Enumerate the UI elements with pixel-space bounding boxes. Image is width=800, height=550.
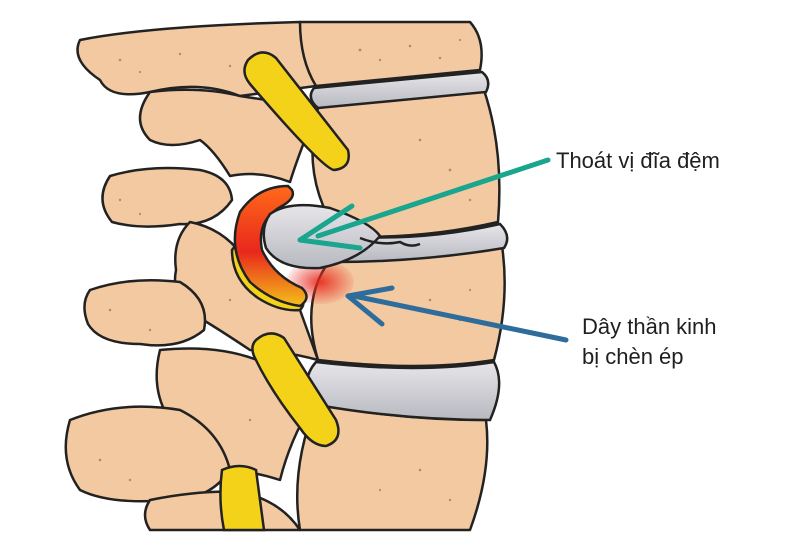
compressed-nerve-label: Dây thần kinh bị chèn ép bbox=[582, 312, 717, 372]
nerve-top bbox=[243, 51, 350, 172]
compressed-nerve-label-line1: Dây thần kinh bbox=[582, 314, 717, 339]
herniated-disc-label: Thoát vị đĩa đệm bbox=[556, 148, 720, 173]
arrow-icon bbox=[297, 203, 363, 251]
posterior-elements bbox=[64, 20, 320, 532]
nerve-lower bbox=[251, 332, 340, 448]
compressed-nerve-inflammation bbox=[233, 184, 354, 308]
nerve-bottom bbox=[219, 464, 266, 532]
disc-upper bbox=[309, 70, 490, 110]
arrow-icon bbox=[345, 285, 395, 327]
arrow-nerve bbox=[345, 285, 569, 343]
disc-tear bbox=[359, 236, 421, 247]
arrow-herniated-shaft bbox=[315, 157, 551, 239]
spinous-process-middle bbox=[101, 166, 234, 228]
inflammation-ring bbox=[233, 184, 308, 308]
spinous-process-lower bbox=[83, 278, 207, 347]
arrow-herniated bbox=[297, 157, 551, 251]
arrow-nerve-shaft bbox=[351, 293, 569, 343]
spinous-process-bottom bbox=[64, 405, 232, 503]
compressed-nerve-label-line2: bị chèn ép bbox=[582, 344, 684, 369]
